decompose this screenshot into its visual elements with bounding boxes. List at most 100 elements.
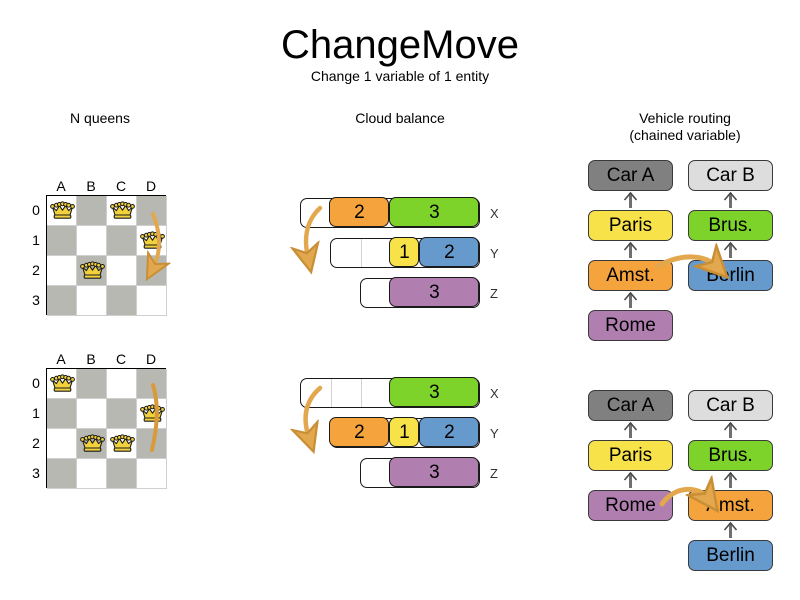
vrp-stop-box[interactable]: Rome: [588, 310, 673, 341]
cloud-process-block[interactable]: 2: [329, 417, 390, 448]
chess-cell[interactable]: [77, 226, 107, 256]
vrp-chain-arrowhead: [623, 421, 638, 431]
vrp-heading-line1: Vehicle routing: [639, 110, 731, 126]
cloud-computer-label: Y: [490, 246, 499, 261]
board-row-label: 0: [32, 202, 40, 218]
section-heading-nqueens: N queens: [70, 110, 130, 126]
chess-cell[interactable]: [107, 256, 137, 286]
chess-cell[interactable]: [77, 196, 107, 226]
cloud-process-block[interactable]: 3: [389, 377, 480, 408]
vrp-stop-box[interactable]: Paris: [588, 210, 673, 241]
vrp-chain-arrowhead: [723, 471, 738, 481]
cloud-process-block[interactable]: 3: [389, 277, 480, 308]
vrp-stop-box[interactable]: Amst.: [588, 260, 673, 291]
chess-cell[interactable]: [47, 256, 77, 286]
queen-piece[interactable]: [107, 196, 137, 226]
chess-cell[interactable]: [107, 459, 137, 489]
chess-cell[interactable]: [47, 286, 77, 316]
queen-piece[interactable]: [137, 226, 167, 256]
chess-cell[interactable]: [137, 459, 167, 489]
vrp-chain-arrowhead: [623, 191, 638, 201]
chess-cell[interactable]: [77, 399, 107, 429]
cloud-bar-x-after[interactable]: 3: [300, 377, 480, 408]
vrp-vehicle-box[interactable]: Car A: [588, 160, 673, 191]
page-subtitle: Change 1 variable of 1 entity: [310, 68, 490, 84]
chess-cell[interactable]: [137, 256, 167, 286]
chess-cell[interactable]: [107, 399, 137, 429]
cloud-bar-z-before[interactable]: 3: [360, 277, 480, 308]
vrp-chain-arrowhead: [623, 291, 638, 301]
chess-cell[interactable]: [77, 369, 107, 399]
cloud-process-block[interactable]: 3: [389, 197, 480, 228]
cloud-process-block[interactable]: 2: [419, 237, 480, 268]
vrp-stop-box[interactable]: Amst.: [688, 490, 773, 521]
cloud-empty-divider: [361, 379, 362, 407]
board-column-label: A: [56, 178, 66, 194]
board-row-labels-before: 0 1 2 3: [28, 195, 44, 315]
cloud-process-block[interactable]: 3: [389, 457, 480, 488]
vrp-vehicle-box[interactable]: Car A: [588, 390, 673, 421]
queen-piece[interactable]: [107, 429, 137, 459]
vrp-stop-box[interactable]: Paris: [588, 440, 673, 471]
board-row-label: 3: [32, 465, 40, 481]
board-row-label: 1: [32, 405, 40, 421]
vrp-chain-arrowhead: [723, 421, 738, 431]
cloud-computer-label: X: [490, 206, 499, 221]
vrp-vehicle-box[interactable]: Car B: [688, 390, 773, 421]
cloud-computer-label: X: [490, 386, 499, 401]
cloud-process-block[interactable]: 2: [419, 417, 480, 448]
cloud-bar-z-after[interactable]: 3: [360, 457, 480, 488]
cloud-process-block[interactable]: 2: [329, 197, 390, 228]
vrp-stop-box[interactable]: Brus.: [688, 440, 773, 471]
chess-cell[interactable]: [77, 286, 107, 316]
vrp-stop-box[interactable]: Brus.: [688, 210, 773, 241]
queen-piece[interactable]: [77, 429, 107, 459]
queen-piece[interactable]: [77, 256, 107, 286]
section-heading-vehicle-routing: Vehicle routing (chained variable): [590, 110, 780, 144]
queen-piece[interactable]: [47, 196, 77, 226]
vrp-stop-box[interactable]: Berlin: [688, 260, 773, 291]
cloud-process-block[interactable]: 1: [389, 417, 420, 448]
queen-piece[interactable]: [137, 399, 167, 429]
cloud-process-block[interactable]: 1: [389, 237, 420, 268]
page-title: ChangeMove: [281, 23, 519, 67]
board-row-label: 3: [32, 292, 40, 308]
board-column-label: A: [56, 351, 66, 367]
chess-cell[interactable]: [107, 286, 137, 316]
cloud-empty-divider: [331, 379, 332, 407]
vrp-chain-arrowhead: [623, 471, 638, 481]
cloud-computer-label: Z: [490, 286, 498, 301]
cloud-computer-label: Y: [490, 426, 499, 441]
cloud-computer-label: Z: [490, 466, 498, 481]
section-heading-cloud-balance: Cloud balance: [355, 110, 445, 126]
board-row-label: 2: [32, 262, 40, 278]
board-column-label: B: [86, 351, 96, 367]
chess-cell[interactable]: [77, 459, 107, 489]
vrp-stop-box[interactable]: Rome: [588, 490, 673, 521]
vrp-stop-box[interactable]: Berlin: [688, 540, 773, 571]
board-column-label: C: [115, 178, 127, 194]
chess-cell[interactable]: [137, 429, 167, 459]
board-row-label: 1: [32, 232, 40, 248]
chess-cell[interactable]: [137, 286, 167, 316]
vrp-chain-arrowhead: [723, 191, 738, 201]
vrp-vehicle-box[interactable]: Car B: [688, 160, 773, 191]
chess-cell[interactable]: [137, 196, 167, 226]
board-row-label: 2: [32, 435, 40, 451]
chess-cell[interactable]: [47, 226, 77, 256]
chess-cell[interactable]: [137, 369, 167, 399]
chess-cell[interactable]: [47, 429, 77, 459]
chess-cell[interactable]: [47, 399, 77, 429]
chess-cell[interactable]: [107, 226, 137, 256]
board-column-label: B: [86, 178, 96, 194]
chess-cell[interactable]: [47, 459, 77, 489]
chess-cell[interactable]: [107, 369, 137, 399]
chess-grid-after: [46, 368, 167, 489]
queen-piece[interactable]: [47, 369, 77, 399]
vrp-chain-arrowhead: [723, 241, 738, 251]
